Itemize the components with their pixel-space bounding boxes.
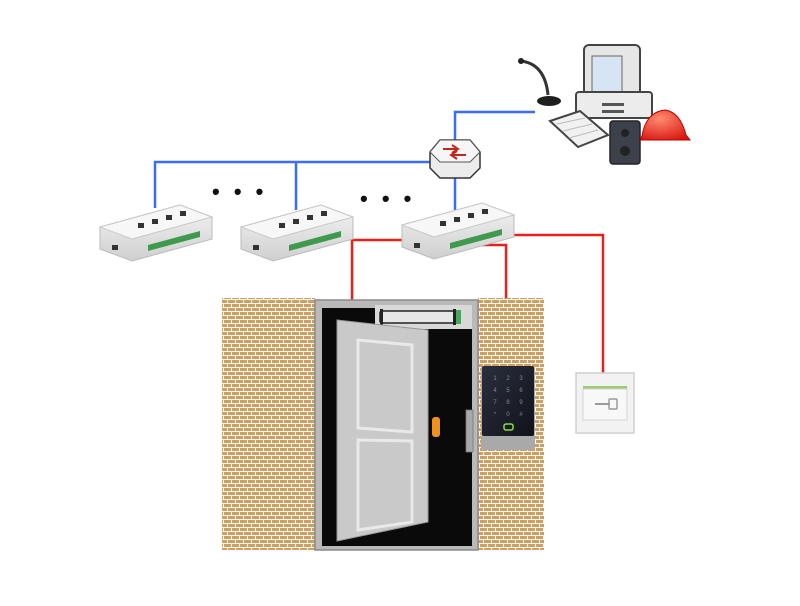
- exit-button[interactable]: [575, 372, 635, 434]
- key-2[interactable]: 2: [506, 376, 510, 382]
- network-switch-icon: [429, 139, 481, 179]
- key-icon: [595, 398, 618, 410]
- microphone-icon: [518, 58, 561, 106]
- alarm-light-icon: [639, 109, 692, 141]
- key-8[interactable]: 8: [506, 400, 510, 406]
- ellipsis-1: • • •: [212, 179, 267, 204]
- card-reader[interactable]: 1 2 3 4 5 6 7 8 9 * 0 #: [481, 366, 535, 450]
- key-1[interactable]: 1: [493, 376, 497, 382]
- keyboard-icon: [548, 109, 610, 149]
- access-controller-3: [400, 202, 516, 260]
- door[interactable]: [336, 319, 440, 542]
- magnetic-lock-icon: [379, 309, 461, 329]
- brick-wall-left: [222, 298, 315, 550]
- network-line-bus: [153, 160, 430, 208]
- workstation-cluster: [518, 44, 692, 165]
- network-line-switch-pc: [453, 110, 535, 147]
- door-handle-icon[interactable]: [432, 417, 440, 437]
- key-6[interactable]: 6: [519, 388, 523, 394]
- wiring-to-exit-button: [500, 233, 605, 374]
- access-controller-2: [239, 204, 355, 262]
- key-9[interactable]: 9: [519, 400, 523, 406]
- key-star[interactable]: *: [494, 412, 497, 418]
- key-0[interactable]: 0: [506, 412, 510, 418]
- key-5[interactable]: 5: [506, 388, 510, 394]
- speaker-icon: [609, 120, 641, 165]
- door-strike: [465, 409, 474, 453]
- key-7[interactable]: 7: [493, 400, 497, 406]
- network-lines: [153, 110, 535, 210]
- access-controller-1: [98, 204, 214, 262]
- key-3[interactable]: 3: [519, 376, 523, 382]
- key-hash[interactable]: #: [519, 412, 523, 418]
- card-tap-icon: [503, 423, 514, 431]
- computer-icon: [575, 44, 653, 119]
- ellipsis-2: • • •: [360, 186, 415, 211]
- keypad-keys: 1 2 3 4 5 6 7 8 9 * 0 #: [493, 376, 523, 418]
- key-4[interactable]: 4: [493, 388, 497, 394]
